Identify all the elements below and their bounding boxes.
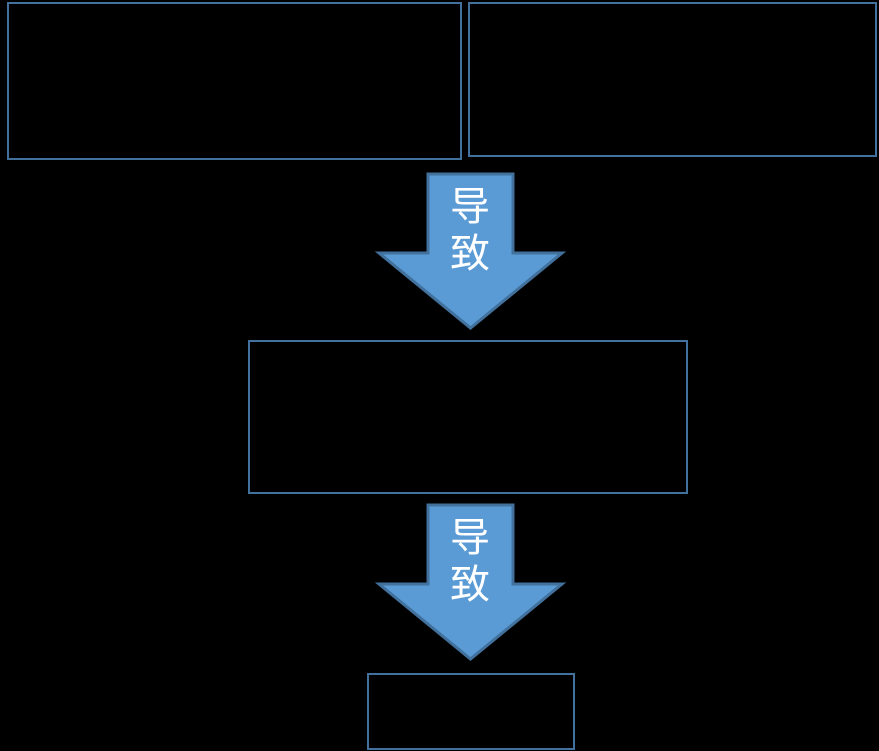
down-arrow-icon [374, 172, 567, 330]
cause-box-left [7, 2, 462, 160]
down-arrow-shape [374, 503, 567, 661]
effect-box-middle [248, 340, 688, 494]
down-arrow-icon [374, 503, 567, 661]
arrow-label: 导致 [450, 515, 490, 608]
arrow-label: 导致 [450, 184, 490, 277]
result-box-bottom [367, 673, 575, 750]
down-arrow-shape [374, 172, 567, 330]
cause-box-right [468, 2, 877, 157]
